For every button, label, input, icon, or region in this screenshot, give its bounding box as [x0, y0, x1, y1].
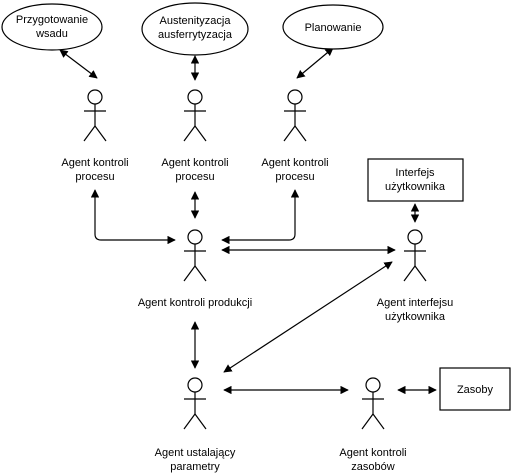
edges	[59, 47, 437, 395]
actor-leg-left	[183, 413, 196, 430]
edge-proc1-produkcji	[90, 189, 176, 245]
actor-label-line1: Agent kontroli	[339, 447, 406, 459]
actor-label-line2: procesu	[275, 171, 314, 183]
node-zasoby: Zasoby	[439, 367, 511, 411]
actor-head-icon	[287, 89, 303, 105]
actor-leg-left	[403, 265, 416, 282]
actor-head-icon	[407, 229, 423, 245]
node-austenityzacja: Austenityzacja ausferrytyzacja	[141, 2, 249, 56]
actor-produkcji: Agent kontroli produkcji	[138, 229, 252, 309]
actor-zasobow: Agent kontroli zasobów	[339, 377, 407, 473]
node-interfejs: Interfejs użytkownika	[367, 158, 464, 202]
node-planowanie: Planowanie	[282, 4, 384, 50]
actor-leg-left	[83, 125, 96, 142]
node-planowanie-line1: Planowanie	[305, 22, 362, 34]
edge-parametry-interfejsu	[223, 261, 393, 373]
actor-label-line1: Agent kontroli	[261, 157, 328, 169]
actor-leg-right	[94, 125, 107, 142]
actor-leg-right	[194, 125, 207, 142]
edge-planowanie-proc3	[296, 47, 334, 79]
edge-proc3-produkcji	[221, 189, 300, 245]
actor-leg-right	[194, 265, 207, 282]
node-przygotowanie-line2: wsadu	[35, 28, 68, 40]
actor-leg-left	[283, 125, 296, 142]
actor-head-icon	[187, 377, 203, 393]
actor-leg-left	[183, 265, 196, 282]
actor-proc1: Agent kontroli procesu	[61, 89, 129, 183]
actor-head-icon	[187, 229, 203, 245]
node-austenityzacja-line2: ausferrytyzacja	[158, 29, 233, 41]
actor-leg-left	[361, 413, 374, 430]
actor-interfejsu: Agent interfejsu użytkownika	[377, 229, 453, 323]
actor-label-line1: Agent kontroli	[61, 157, 128, 169]
actor-leg-right	[414, 265, 427, 282]
actor-parametry: Agent ustalający parametry	[155, 377, 236, 473]
node-zasoby-line1: Zasoby	[457, 384, 494, 396]
node-przygotowanie: Przygotowanie wsadu	[1, 3, 103, 51]
node-przygotowanie-line1: Przygotowanie	[16, 14, 88, 26]
actor-leg-right	[194, 413, 207, 430]
actor-label-line2: procesu	[75, 171, 114, 183]
edge-przygotowanie-proc1	[59, 49, 98, 79]
actor-head-icon	[87, 89, 103, 105]
actor-leg-left	[183, 125, 196, 142]
actor-leg-right	[294, 125, 307, 142]
actor-label-line1: Agent interfejsu	[377, 297, 453, 309]
node-austenityzacja-line1: Austenityzacja	[160, 15, 232, 27]
actor-label-line2: parametry	[170, 461, 220, 473]
node-interfejs-line2: użytkownika	[385, 181, 446, 193]
actor-head-icon	[187, 89, 203, 105]
actor-label-line2: użytkownika	[385, 311, 446, 323]
actor-proc3: Agent kontroli procesu	[261, 89, 329, 183]
actor-label-line1: Agent ustalający	[155, 447, 236, 459]
actor-leg-right	[372, 413, 385, 430]
actor-head-icon	[365, 377, 381, 393]
actor-label-line1: Agent kontroli produkcji	[138, 297, 252, 309]
actor-label-line1: Agent kontroli	[161, 157, 228, 169]
actor-proc2: Agent kontroli procesu	[161, 89, 229, 183]
actor-label-line2: procesu	[175, 171, 214, 183]
actor-label-line2: zasobów	[351, 461, 394, 473]
node-interfejs-line1: Interfejs	[395, 167, 435, 179]
